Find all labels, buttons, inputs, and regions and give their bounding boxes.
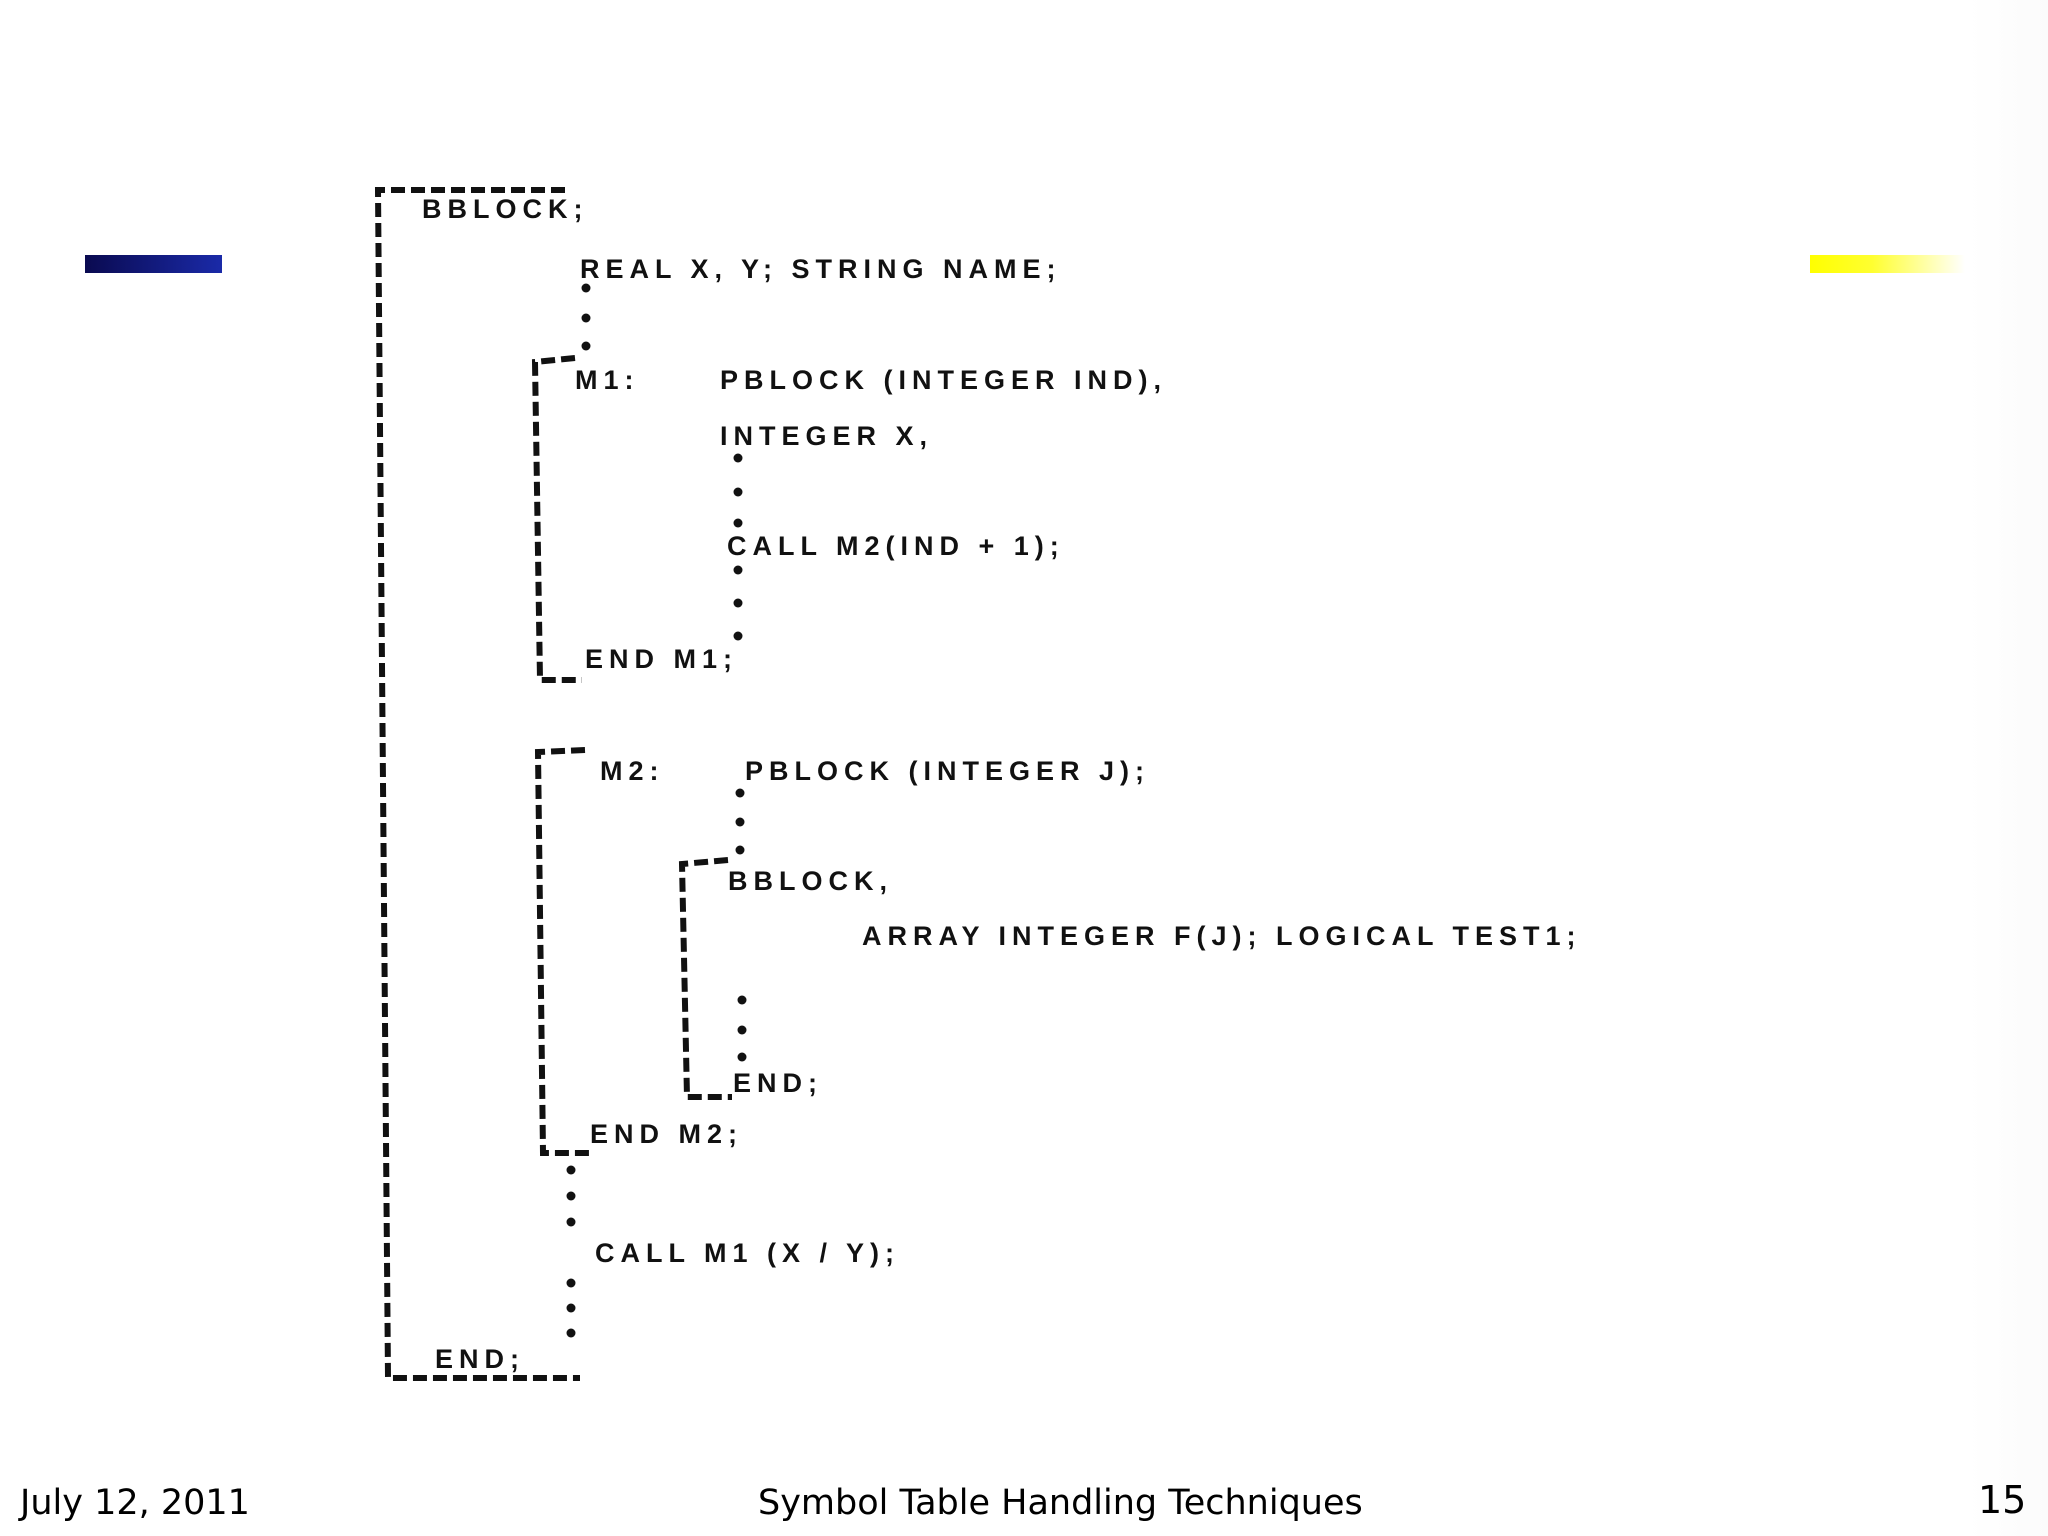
footer-date: July 12, 2011	[20, 1483, 250, 1523]
code-line-m2-label: M2:	[600, 756, 665, 786]
code-line-inner-end: END;	[733, 1068, 823, 1098]
outer-block-bracket	[374, 187, 580, 1381]
code-line-integer-x: INTEGER X,	[720, 421, 933, 451]
inner-block-bracket	[678, 857, 732, 1100]
code-line-real-decl: REAL X, Y; STRING NAME;	[580, 254, 1062, 284]
slide-number: 15	[1978, 1478, 2027, 1522]
title-accent-bar-right	[1810, 255, 1965, 273]
m1-block-bracket	[531, 355, 582, 683]
code-line-call-m1: CALL M1 (X / Y);	[595, 1238, 900, 1268]
ellipsis-dots	[566, 283, 747, 1338]
code-line-end-m1: END M1;	[585, 644, 738, 674]
code-line-m1-label: M1:	[575, 365, 640, 395]
code-line-inner-bblock: BBLOCK,	[728, 866, 893, 896]
m2-block-bracket	[534, 747, 590, 1156]
title-accent-bar-left	[85, 255, 222, 273]
code-line-array-decl: ARRAY INTEGER F(J); LOGICAL TEST1;	[862, 921, 1582, 951]
code-line-bblock: BBLOCK;	[422, 194, 588, 224]
right-edge-shade	[1968, 0, 2048, 1536]
code-line-call-m2: CALL M2(IND + 1);	[727, 531, 1065, 561]
code-line-m2-pblock: PBLOCK (INTEGER J);	[745, 756, 1150, 786]
footer-title: Symbol Table Handling Techniques	[758, 1483, 1363, 1523]
code-line-end-m2: END M2;	[590, 1119, 743, 1149]
code-line-m1-pblock: PBLOCK (INTEGER IND),	[720, 365, 1167, 395]
code-line-outer-end: END;	[435, 1344, 525, 1374]
